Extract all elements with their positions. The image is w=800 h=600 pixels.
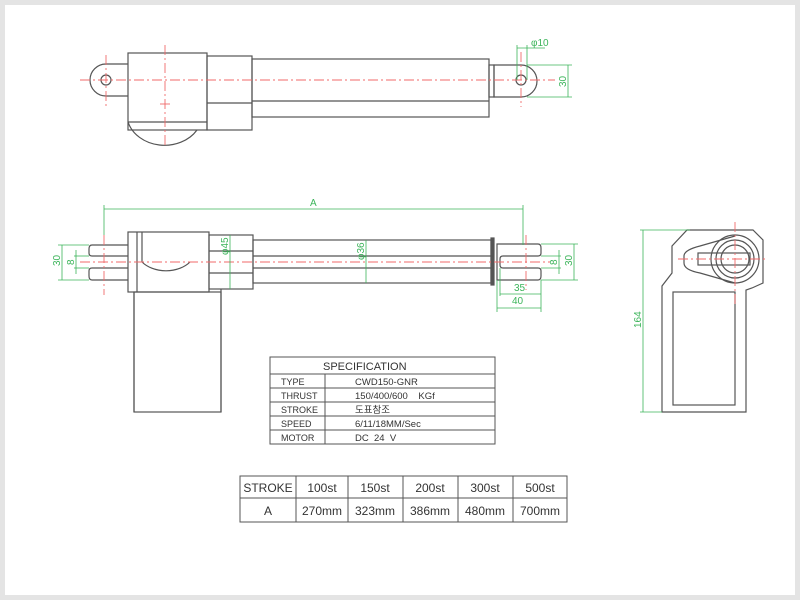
specification-table: SPECIFICATION TYPE CWD150-GNR THRUST 150… — [269, 356, 496, 445]
dim-housing-dia: φ45 — [220, 237, 231, 255]
spec-label-thrust: THRUST — [281, 391, 318, 401]
length-500: 700mm — [520, 504, 560, 518]
stroke-header-150: 150st — [360, 481, 390, 495]
stroke-header-label: STROKE — [243, 481, 292, 495]
spec-value-type: CWD150-GNR — [355, 377, 418, 388]
spec-value-motor: DC 24 V — [355, 433, 397, 444]
dim-rod-end-outer: 40 — [512, 296, 524, 307]
dim-height: 164 — [633, 311, 644, 328]
stroke-header-300: 300st — [470, 481, 500, 495]
length-150: 323mm — [355, 504, 395, 518]
spec-value-speed: 6/11/18MM/Sec — [355, 419, 421, 430]
dim-left-slot-width: 8 — [66, 259, 77, 265]
spec-label-motor: MOTOR — [281, 433, 315, 443]
length-100: 270mm — [302, 504, 342, 518]
stroke-header-100: 100st — [307, 481, 337, 495]
length-row-label: A — [264, 504, 272, 518]
spec-label-stroke: STROKE — [281, 405, 318, 415]
dim-rod-end-inner: 35 — [514, 283, 526, 294]
length-300: 480mm — [465, 504, 505, 518]
length-200: 386mm — [410, 504, 450, 518]
spec-title: SPECIFICATION — [323, 361, 407, 373]
top-view: φ10 30 — [80, 38, 572, 148]
dim-overall-length: A — [310, 198, 317, 209]
dim-tube-dia: φ36 — [356, 242, 367, 260]
dim-left-fork-width: 30 — [52, 254, 63, 266]
side-view: 164 — [633, 222, 768, 413]
stroke-header-200: 200st — [415, 481, 445, 495]
spec-value-thrust: 150/400/600 KGf — [355, 391, 435, 402]
dim-eye-width: 30 — [558, 75, 569, 87]
dim-hole-dia: φ10 — [531, 38, 549, 49]
front-view: A φ45 φ36 30 8 8 30 35 40 — [52, 198, 578, 413]
stroke-header-500: 500st — [525, 481, 555, 495]
drawing-sheet — [5, 5, 795, 595]
dim-right-fork-width: 30 — [564, 254, 575, 266]
spec-label-type: TYPE — [281, 377, 305, 387]
stroke-table: STROKE 100st 150st 200st 300st 500st A 2… — [239, 475, 568, 523]
dim-right-slot-width: 8 — [549, 259, 560, 265]
spec-label-speed: SPEED — [281, 419, 312, 429]
spec-value-stroke: 도표참조 — [355, 405, 390, 416]
